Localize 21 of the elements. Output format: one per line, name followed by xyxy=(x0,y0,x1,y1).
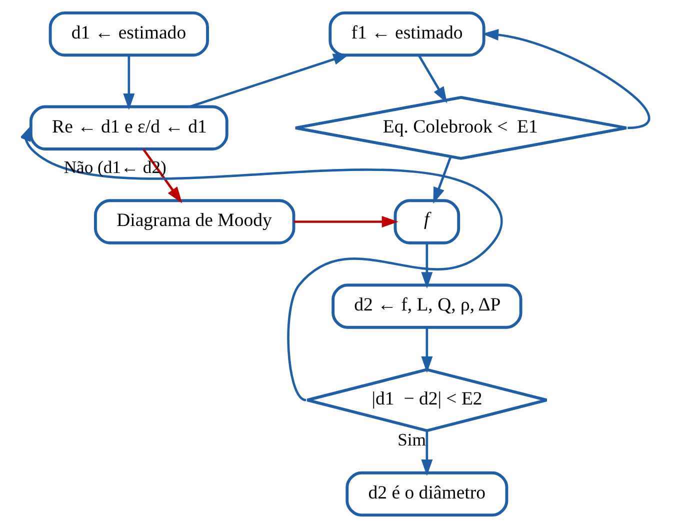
node-box: d2 ← f, L, Q, ρ, ΔP xyxy=(332,284,522,329)
arrow xyxy=(421,430,433,476)
node-box: f1 ← estimado xyxy=(328,11,486,57)
arrow xyxy=(21,124,503,402)
arrow xyxy=(482,29,650,130)
node-diamond: |d1 − d2| < E2 xyxy=(306,368,548,432)
node-box: f xyxy=(394,199,460,244)
node-box: Diagrama de Moody xyxy=(94,199,296,244)
node-diamond: Eq. Colebrook < E1 xyxy=(294,96,628,160)
arrow xyxy=(421,328,433,373)
arrow xyxy=(190,54,350,108)
arrow xyxy=(142,148,182,204)
node-box: d2 é o diâmetro xyxy=(346,471,508,517)
arrow xyxy=(421,243,433,289)
arrow xyxy=(433,156,452,204)
arrow xyxy=(418,54,448,104)
node-box: d1 ← estimado xyxy=(48,11,209,57)
node-box: Re ← d1 e ε/d ← d1 xyxy=(29,105,228,150)
arrow xyxy=(123,56,135,110)
edge-label: Sim xyxy=(398,430,426,450)
arrow xyxy=(294,216,398,228)
